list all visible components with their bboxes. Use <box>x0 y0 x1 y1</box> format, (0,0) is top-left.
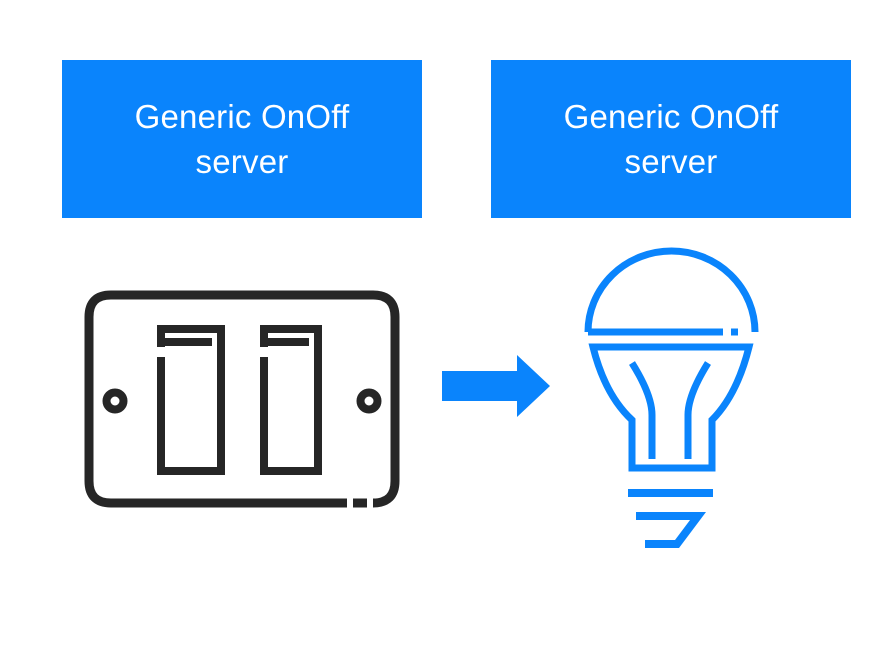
server-box-right: Generic OnOff server <box>491 60 851 218</box>
right-arrow-icon <box>442 355 550 417</box>
server-box-left: Generic OnOff server <box>62 60 422 218</box>
server-box-left-line1: Generic OnOff <box>134 98 350 135</box>
server-box-left-label: Generic OnOff server <box>135 94 350 184</box>
light-bulb-icon <box>584 247 759 548</box>
light-switch-icon <box>84 290 400 508</box>
server-box-left-line2: server <box>195 143 289 180</box>
server-box-right-line1: Generic OnOff <box>563 98 779 135</box>
server-box-right-label: Generic OnOff server <box>564 94 779 184</box>
server-box-right-line2: server <box>624 143 718 180</box>
